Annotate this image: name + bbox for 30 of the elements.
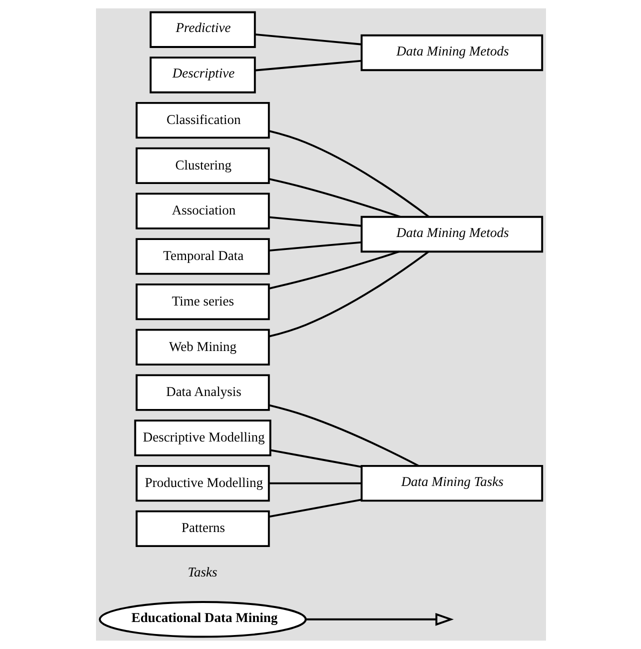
node-box: Data Mining Metods bbox=[360, 216, 543, 253]
node-box: Temporal Data bbox=[135, 238, 270, 275]
node-box: Predictive bbox=[149, 11, 256, 48]
node-box: Web Mining bbox=[135, 328, 270, 366]
node-box: Data Mining Tasks bbox=[360, 464, 543, 502]
connector bbox=[270, 449, 361, 468]
connector bbox=[254, 33, 362, 46]
node-box: Clustering bbox=[135, 147, 270, 184]
node-box: Productive Modelling bbox=[135, 464, 270, 502]
node-box: Classification bbox=[135, 102, 270, 139]
node-box: Descriptive Modelling bbox=[134, 420, 271, 456]
connector bbox=[254, 60, 362, 72]
connector bbox=[268, 250, 399, 290]
node-box: Association bbox=[135, 192, 270, 230]
arrow bbox=[305, 612, 454, 626]
connector bbox=[268, 216, 362, 227]
node-box: Descriptive bbox=[149, 56, 256, 94]
node-box: Data Mining Metods bbox=[360, 34, 543, 72]
connector bbox=[268, 482, 362, 484]
node-ellipse: Educational Data Mining bbox=[98, 601, 306, 638]
node-box: Time series bbox=[135, 283, 270, 320]
connector bbox=[268, 178, 400, 218]
connector bbox=[268, 250, 429, 338]
label: Tasks bbox=[187, 564, 217, 580]
node-box: Patterns bbox=[135, 510, 270, 547]
connector bbox=[268, 404, 418, 467]
connector bbox=[268, 241, 362, 252]
connector bbox=[268, 130, 429, 218]
connector bbox=[268, 498, 362, 518]
node-box: Data Analysis bbox=[135, 374, 270, 411]
